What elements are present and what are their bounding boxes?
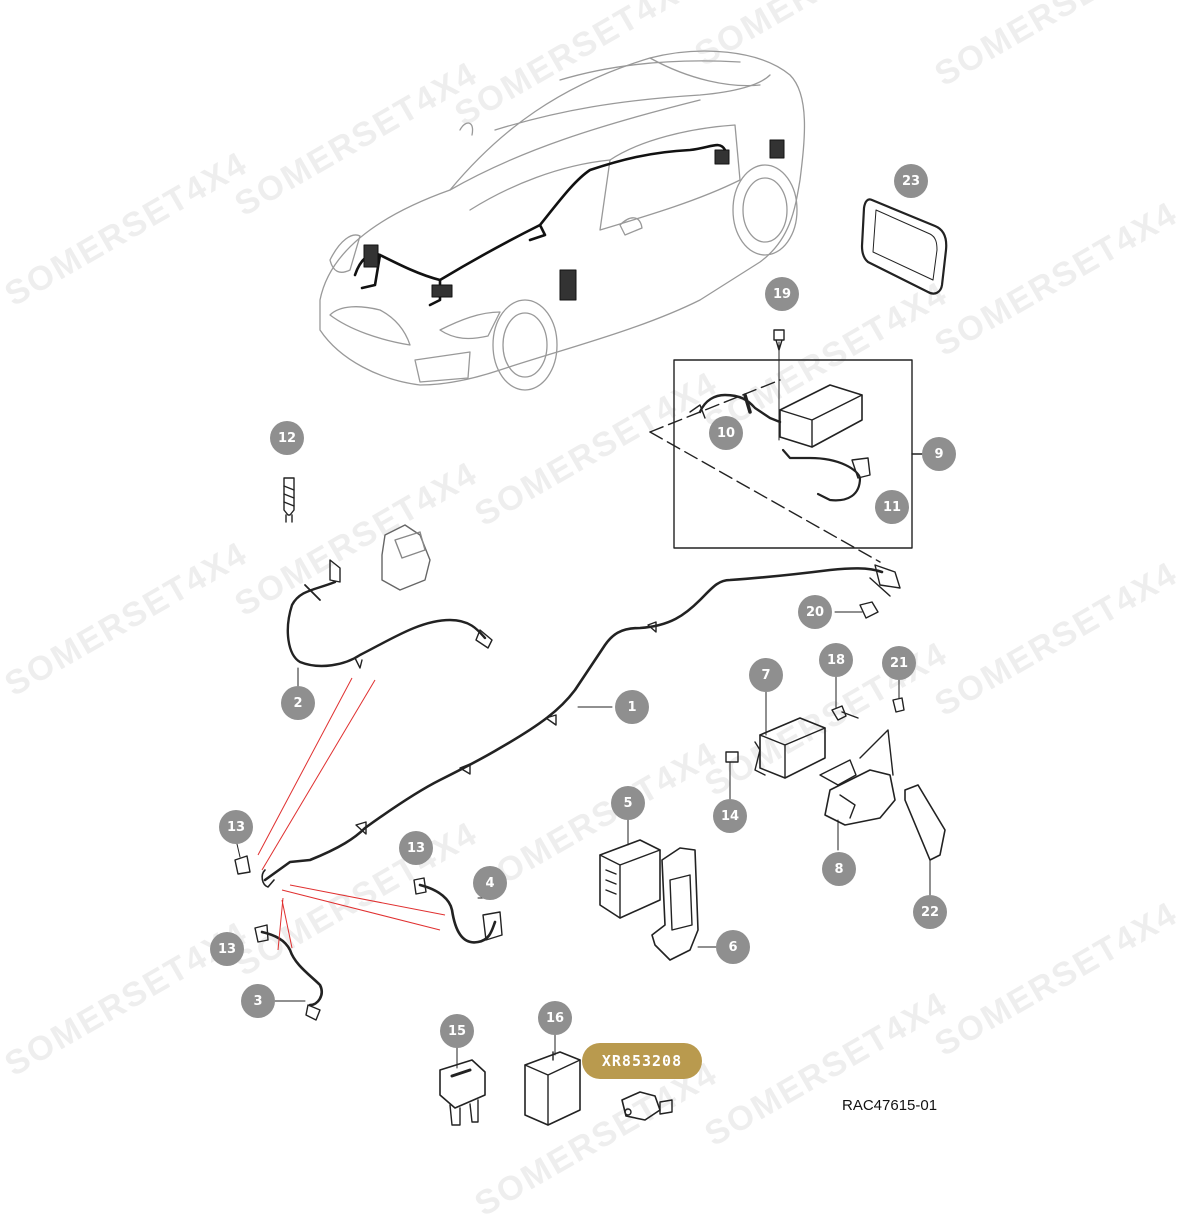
callout-14: 14 [713, 799, 747, 833]
diagram-reference-code: RAC47615-01 [842, 1097, 938, 1114]
car-harness [353, 143, 727, 307]
callout-13: 13 [399, 831, 433, 865]
callout-5: 5 [611, 786, 645, 820]
callout-4: 4 [473, 866, 507, 900]
callout-13: 13 [219, 810, 253, 844]
car-illustration [319, 50, 806, 391]
callout-2: 2 [281, 686, 315, 720]
harness-1 [263, 567, 884, 882]
part-23-panel [860, 198, 948, 295]
callout-20: 20 [798, 595, 832, 629]
callout-12: 12 [270, 421, 304, 455]
callout-7: 7 [749, 658, 783, 692]
callout-1: 1 [615, 690, 649, 724]
callout-15: 15 [440, 1014, 474, 1048]
callout-8: 8 [822, 852, 856, 886]
callout-21: 21 [882, 646, 916, 680]
red-reference-lines [257, 677, 446, 951]
callout-3: 3 [241, 984, 275, 1018]
callout-9: 9 [922, 437, 956, 471]
callout-19: 19 [765, 277, 799, 311]
callout-22: 22 [913, 895, 947, 929]
callout-16: 16 [538, 1001, 572, 1035]
callout-13: 13 [210, 932, 244, 966]
callout-23: 23 [894, 164, 928, 198]
line-art [234, 50, 948, 1126]
callout-11: 11 [875, 490, 909, 524]
callout-18: 18 [819, 643, 853, 677]
callout-6: 6 [716, 930, 750, 964]
callout-10: 10 [709, 416, 743, 450]
assembly-box-9 [673, 359, 913, 549]
part-number-badge[interactable]: XR853208 [582, 1043, 702, 1079]
